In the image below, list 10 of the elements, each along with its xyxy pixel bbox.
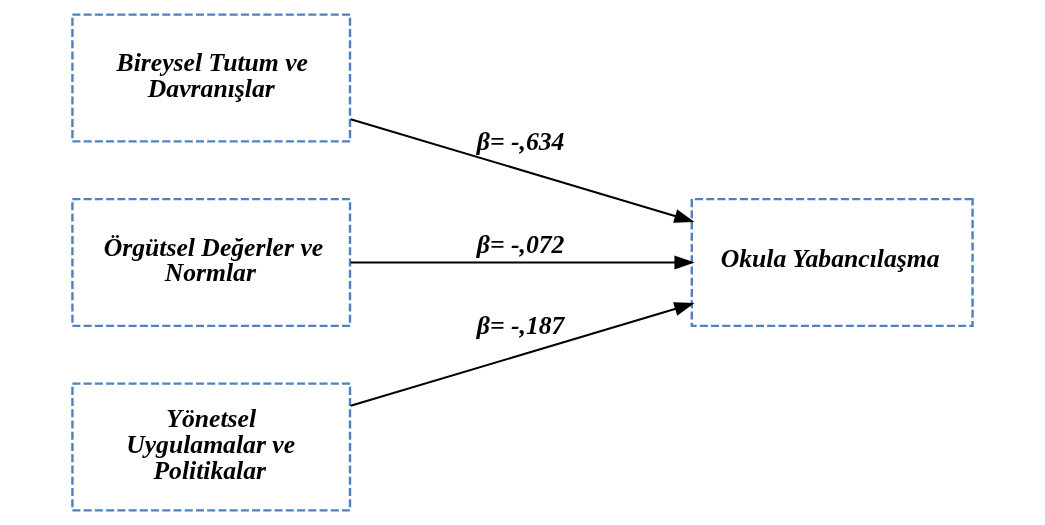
edge-label: β= -,187 (476, 311, 565, 341)
node-box: Yönetsel Uygulamalar ve Politikalar (71, 382, 352, 512)
arrow (350, 302, 695, 407)
node-box: Örgütsel Değerler ve Normlar (71, 197, 352, 328)
arrow (350, 118, 695, 223)
edge-label: β= -,072 (476, 229, 565, 259)
arrow (350, 255, 695, 270)
node-box: Bireysel Tutum ve Davranışlar (71, 13, 352, 143)
edge-label: β= -,634 (476, 126, 565, 156)
node-box: Okula Yabancılaşma (690, 197, 974, 328)
